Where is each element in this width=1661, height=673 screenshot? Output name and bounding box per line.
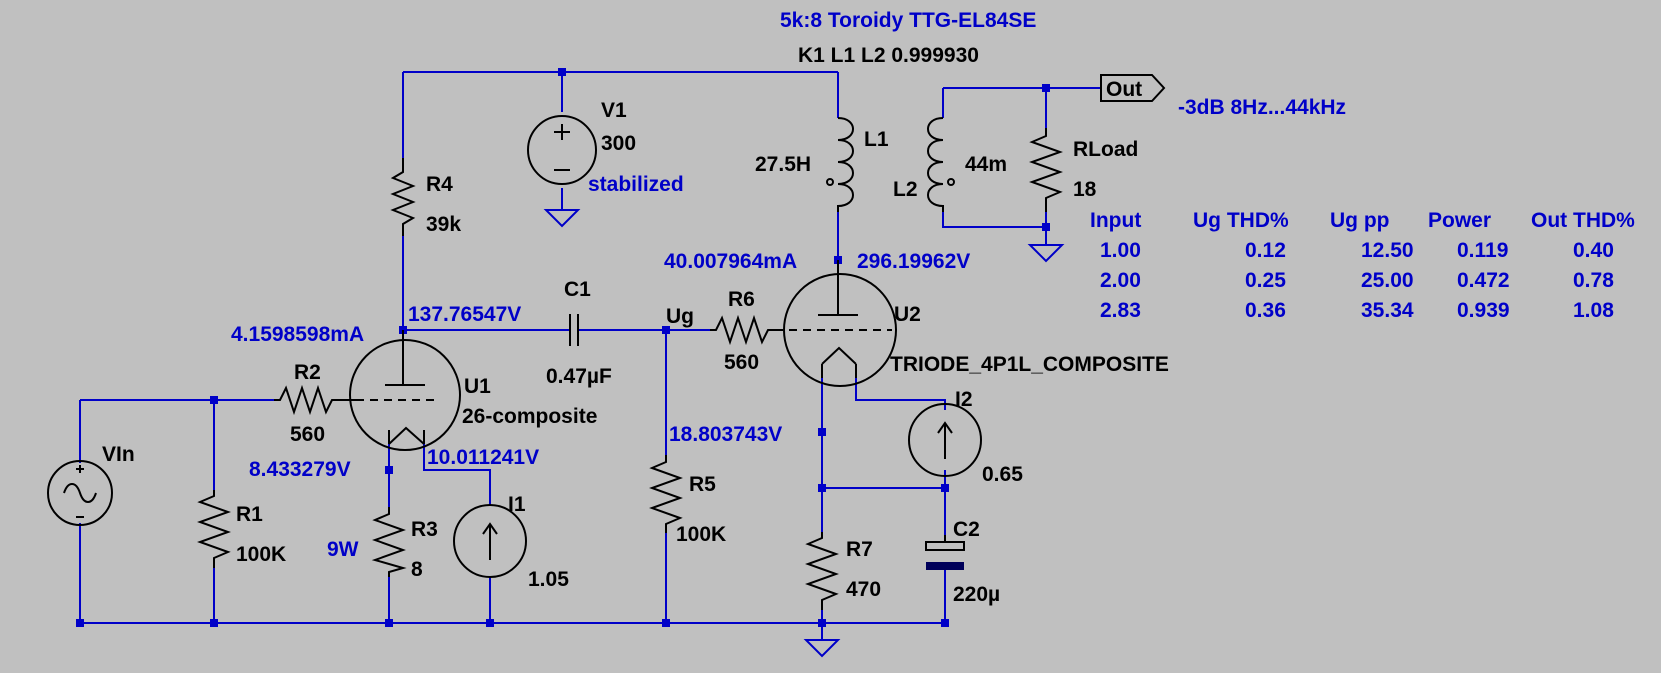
r2-name: R2 bbox=[294, 361, 321, 384]
u2-anode-voltage: 296.19962V bbox=[857, 250, 970, 273]
junction-dots bbox=[76, 68, 1050, 627]
u2-name: U2 bbox=[894, 303, 921, 326]
i1-name: I1 bbox=[508, 493, 526, 516]
results-cell: 35.34 bbox=[1361, 299, 1414, 322]
r7-name: R7 bbox=[846, 538, 873, 561]
r4-name: R4 bbox=[426, 173, 453, 196]
i2-name: I2 bbox=[955, 388, 973, 411]
u1-name: U1 bbox=[464, 375, 491, 398]
resistor-r6[interactable] bbox=[710, 314, 775, 346]
inductor-l1[interactable] bbox=[826, 117, 854, 212]
u1-filament-voltage: 10.011241V bbox=[427, 446, 539, 469]
r5-name: R5 bbox=[689, 473, 716, 496]
v1-name: V1 bbox=[601, 99, 627, 122]
r6-name: R6 bbox=[728, 288, 755, 311]
r6-value: 560 bbox=[724, 351, 759, 374]
rload-name: RLoad bbox=[1073, 138, 1138, 161]
u1-cathode-voltage: 8.433279V bbox=[249, 458, 351, 481]
triode-u2[interactable] bbox=[775, 260, 897, 387]
i1-value: 1.05 bbox=[528, 568, 569, 591]
wires bbox=[79, 71, 1101, 640]
rload-value: 18 bbox=[1073, 178, 1097, 201]
results-cell: 25.00 bbox=[1361, 269, 1414, 292]
results-cell: 0.939 bbox=[1457, 299, 1510, 322]
u1-anode-voltage: 137.76547V bbox=[408, 303, 521, 326]
u1-model: 26-composite bbox=[462, 405, 597, 428]
resistor-r4[interactable] bbox=[390, 158, 416, 236]
results-table-header: Input Ug THD% Ug pp Power Out THD% bbox=[1090, 209, 1635, 232]
resistor-r2[interactable] bbox=[274, 384, 356, 416]
r4-value: 39k bbox=[426, 213, 461, 236]
v1-value: 300 bbox=[601, 132, 636, 155]
output-port[interactable]: Out bbox=[1100, 74, 1166, 102]
results-cell: 0.119 bbox=[1457, 239, 1508, 262]
resistor-r3[interactable] bbox=[371, 507, 407, 577]
u2-model: TRIODE_4P1L_COMPOSITE bbox=[890, 353, 1169, 376]
resistor-r5[interactable] bbox=[649, 455, 683, 533]
results-cell: 1.00 bbox=[1100, 239, 1141, 262]
v1-note: stabilized bbox=[588, 173, 684, 196]
transformer-title: 5k:8 Toroidy TTG-EL84SE bbox=[780, 9, 1036, 32]
ground-symbol-secondary bbox=[1027, 244, 1065, 263]
output-port-label: Out bbox=[1106, 78, 1142, 101]
ground-symbol-main bbox=[803, 639, 841, 658]
r3-name: R3 bbox=[411, 518, 438, 541]
l1-value: 27.5H bbox=[755, 153, 811, 176]
results-cell: 0.36 bbox=[1245, 299, 1286, 322]
results-table: Input Ug THD% Ug pp Power Out THD% 1.00 … bbox=[1090, 209, 1635, 322]
r1-value: 100K bbox=[236, 543, 286, 566]
results-header-input: Input bbox=[1090, 209, 1141, 232]
results-table-row: 1.00 0.12 12.50 0.119 0.40 bbox=[1100, 239, 1614, 262]
capacitor-c1[interactable] bbox=[569, 314, 579, 346]
results-cell: 1.08 bbox=[1573, 299, 1614, 322]
c1-value: 0.47µF bbox=[546, 365, 612, 388]
results-cell: 2.00 bbox=[1100, 269, 1141, 292]
results-cell: 2.83 bbox=[1100, 299, 1141, 322]
results-cell: 0.78 bbox=[1573, 269, 1614, 292]
results-header-out-thd: Out THD% bbox=[1531, 209, 1635, 232]
r7-value: 470 bbox=[846, 578, 881, 601]
r3-value: 8 bbox=[411, 558, 423, 581]
results-table-row: 2.83 0.36 35.34 0.939 1.08 bbox=[1100, 299, 1614, 322]
results-cell: 0.40 bbox=[1573, 239, 1614, 262]
results-cell: 12.50 bbox=[1361, 239, 1414, 262]
results-cell: 0.25 bbox=[1245, 269, 1286, 292]
coupling-directive: K1 L1 L2 0.999930 bbox=[798, 44, 979, 67]
inductor-l2[interactable] bbox=[927, 117, 955, 212]
c2-name: C2 bbox=[953, 518, 980, 541]
u1-anode-current: 4.1598598mA bbox=[231, 323, 364, 346]
l2-name: L2 bbox=[893, 178, 918, 201]
c2-value: 220µ bbox=[953, 583, 1000, 606]
current-source-i2[interactable] bbox=[908, 403, 982, 477]
ground-symbol-v1 bbox=[543, 209, 581, 228]
results-header-ug-pp: Ug pp bbox=[1330, 209, 1389, 232]
triode-u1[interactable] bbox=[349, 330, 461, 451]
capacitor-c2[interactable] bbox=[925, 535, 965, 570]
l1-name: L1 bbox=[864, 128, 889, 151]
u2-anode-current: 40.007964mA bbox=[664, 250, 797, 273]
resistor-rload[interactable] bbox=[1029, 128, 1063, 212]
results-header-power: Power bbox=[1428, 209, 1491, 232]
u2-cathode-voltage: 18.803743V bbox=[669, 423, 782, 446]
results-table-row: 2.00 0.25 25.00 0.472 0.78 bbox=[1100, 269, 1614, 292]
resistor-r1[interactable] bbox=[197, 490, 231, 568]
results-header-ug-thd: Ug THD% bbox=[1193, 209, 1289, 232]
ug-net-label: Ug bbox=[666, 305, 694, 328]
r5-value: 100K bbox=[676, 523, 726, 546]
current-source-i1[interactable] bbox=[453, 504, 527, 578]
r2-value: 560 bbox=[290, 423, 325, 446]
v1-voltage-source[interactable] bbox=[527, 115, 597, 185]
bandwidth-note: -3dB 8Hz...44kHz bbox=[1178, 96, 1346, 119]
resistor-r7[interactable] bbox=[805, 532, 839, 610]
results-cell: 0.472 bbox=[1457, 269, 1510, 292]
r1-name: R1 bbox=[236, 503, 263, 526]
vin-name: VIn bbox=[102, 443, 135, 466]
c1-name: C1 bbox=[564, 278, 591, 301]
r3-power: 9W bbox=[327, 538, 359, 561]
i2-value: 0.65 bbox=[982, 463, 1023, 486]
vin-ac-source[interactable] bbox=[47, 460, 113, 526]
l2-value: 44m bbox=[965, 153, 1007, 176]
results-cell: 0.12 bbox=[1245, 239, 1286, 262]
